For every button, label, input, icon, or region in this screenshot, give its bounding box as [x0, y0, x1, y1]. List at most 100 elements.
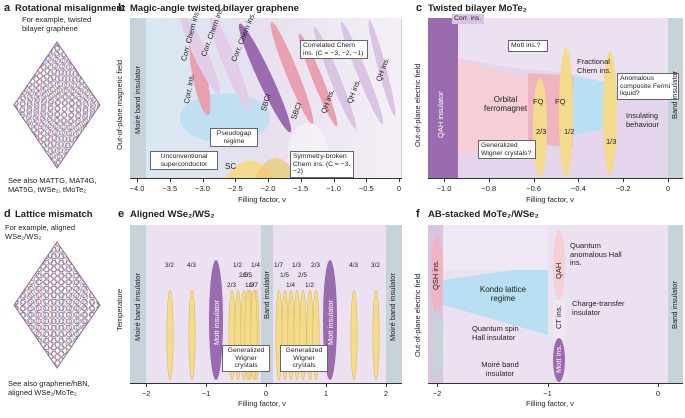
- panel-e-ylabel: Temperature: [115, 288, 124, 332]
- corr-ins-box: Corr. ins.: [452, 14, 484, 24]
- quantum-spin-hall-label: Quantum spin Hall insulator: [472, 324, 519, 342]
- fraction-label: 1/5: [243, 272, 253, 279]
- fraction-label: 1/7: [274, 262, 284, 269]
- b-tick: [268, 178, 269, 182]
- fraction-label: 4/3: [349, 262, 359, 269]
- twisted-lattice-image: [13, 41, 101, 169]
- kondo-lattice-label: Kondo lattice regime: [479, 285, 527, 303]
- mott-ins-label: Mott ins.: [554, 344, 563, 374]
- panel-a-caption: For example, twisted bilayer graphene: [22, 15, 92, 33]
- fraction-label: 3/2: [371, 262, 381, 269]
- gen-wigner-box-1: Generalized Wigner crystals: [222, 345, 270, 372]
- fraction-label: 2/5: [239, 272, 249, 279]
- e-tick-label: 1: [323, 389, 329, 398]
- b-tick: [235, 178, 237, 182]
- moire-band-label-right: Moiré band insulator: [388, 273, 397, 341]
- fq-label-2: FQ: [555, 97, 566, 106]
- b-tick-label: 0: [396, 184, 402, 193]
- quantum-anomalous-hall-label: Quantum anomalous Hall ins.: [570, 241, 622, 267]
- e-tick-label: 2: [383, 389, 389, 398]
- panel-f-xaxis: [428, 383, 683, 384]
- f-tick-label: 0: [655, 389, 661, 398]
- generalized-wigner-box: Generalized Wigner crystals?: [478, 140, 536, 159]
- panel-b-ylabel: Out-of-plane magnetic field: [115, 59, 124, 151]
- panel-e-title: Aligned WSe₂/WS₂: [130, 209, 215, 220]
- wigner-crystal-pill: [372, 289, 380, 381]
- b-tick-label: −0.5: [358, 184, 374, 193]
- panel-f-letter: f: [416, 208, 420, 220]
- c-tick: [623, 178, 625, 182]
- insulating-behaviour-label: Insulating behaviour: [626, 111, 659, 129]
- fraction-label: 1/3: [245, 282, 255, 289]
- e-tick: [266, 383, 267, 387]
- fraction-label: 1/4: [286, 282, 296, 289]
- wigner-crystal-pill: [350, 289, 358, 381]
- fraction-1-2: 1/2: [564, 127, 575, 136]
- anomalous-cfl-box: Anomalous composite Fermi liquid?: [617, 73, 679, 100]
- fraction-label: 2/3: [227, 282, 237, 289]
- b-tick-label: −1.0: [326, 184, 341, 193]
- panel-c-xlabel: Filling factor, ν: [526, 195, 574, 204]
- fraction-label: 1/2: [305, 282, 315, 289]
- b-tick-label: −1.5: [293, 184, 309, 193]
- panel-d-note: See also graphene/hBN, aligned WSe₂/MoTe…: [8, 379, 90, 397]
- qsh-ins-label: QSH ins.: [431, 260, 440, 291]
- b-tick: [300, 178, 302, 182]
- fraction-label: 2/5: [298, 272, 308, 279]
- e-tick: [206, 383, 207, 387]
- moire-band-label-left: Moiré band insulator: [133, 273, 142, 341]
- e-tick: [326, 383, 327, 387]
- e-tick-label: 0: [263, 389, 269, 398]
- band-insulator-label: Band insulator: [262, 271, 271, 319]
- qah-insulator-label: QAH insulator: [436, 91, 445, 139]
- f-tick: [437, 383, 438, 387]
- panel-f-diagram: [428, 225, 683, 383]
- c-tick: [668, 178, 669, 182]
- panel-b-xaxis: [130, 178, 402, 179]
- panel-b-xlabel: Filling factor, ν: [238, 195, 286, 204]
- b-tick-label: −3.5: [162, 184, 178, 193]
- panel-d-title: Lattice mismatch: [15, 209, 93, 220]
- panel-f-ylabel: Out-of-plane electric field: [413, 273, 422, 357]
- panel-f-band-ins-label: Band insulator: [670, 281, 679, 329]
- c-tick: [488, 178, 490, 182]
- panel-e-xlabel: Filling factor, ν: [238, 399, 286, 408]
- b-tick: [399, 178, 400, 182]
- c-tick: [533, 178, 535, 182]
- fraction-label: 1/7: [249, 282, 259, 289]
- e-tick: [146, 383, 147, 387]
- fraction-2-3: 2/3: [536, 127, 547, 136]
- b-tick-label: −4.0: [129, 184, 145, 193]
- panel-b-moire-label: Moiré band insulator: [133, 66, 142, 134]
- panel-f-title: AB-stacked MoTe₂/WSe₂: [428, 209, 539, 220]
- correlated-chern-box: Correlated Chern ins. (C = −3, −2, −1): [300, 40, 368, 59]
- fraction-label: 4/3: [187, 262, 197, 269]
- e-tick: [386, 383, 387, 387]
- panel-b-title: Magic-angle twisted bilayer graphene: [130, 3, 299, 14]
- mott-ins-box: Mott ins.?: [508, 40, 548, 52]
- c-tick-label: −0.4: [570, 184, 586, 193]
- charge-transfer-label: Charge-transfer insulator: [572, 299, 625, 317]
- pseudogap-box: Pseudogap regime: [210, 128, 258, 147]
- b-tick: [137, 178, 138, 182]
- panel-a-letter: a: [4, 2, 11, 14]
- panel-c-title: Twisted bilayer MoTe₂: [428, 3, 527, 14]
- panel-a-note: See also MATTG, MAT4G, MAT5G, tWSe₂, tMo…: [8, 176, 97, 194]
- aligned-lattice-image: [13, 241, 101, 369]
- fraction-1-3: 1/3: [606, 137, 617, 146]
- symmetry-broken-box: Symmetry-broken Chern ins. (C = −3, −2): [290, 151, 354, 178]
- c-tick-label: −0.6: [526, 184, 541, 193]
- wigner-crystal-pill: [188, 289, 196, 381]
- panel-c-xaxis: [428, 178, 683, 179]
- fraction-label: 1/5: [280, 272, 290, 279]
- b-tick-label: −2.0: [260, 184, 276, 193]
- panel-a-title: Rotational misalignment: [15, 3, 126, 14]
- f-tick-label: −2: [432, 389, 442, 398]
- panel-f-xlabel: Filling factor, ν: [526, 399, 574, 408]
- f-tick-label: −1: [543, 389, 552, 398]
- b-tick: [366, 178, 368, 182]
- f-tick: [658, 383, 659, 387]
- e-tick-label: −1: [201, 389, 211, 398]
- wigner-crystal-pill: [166, 289, 174, 381]
- fraction-label: 1/2: [233, 262, 243, 269]
